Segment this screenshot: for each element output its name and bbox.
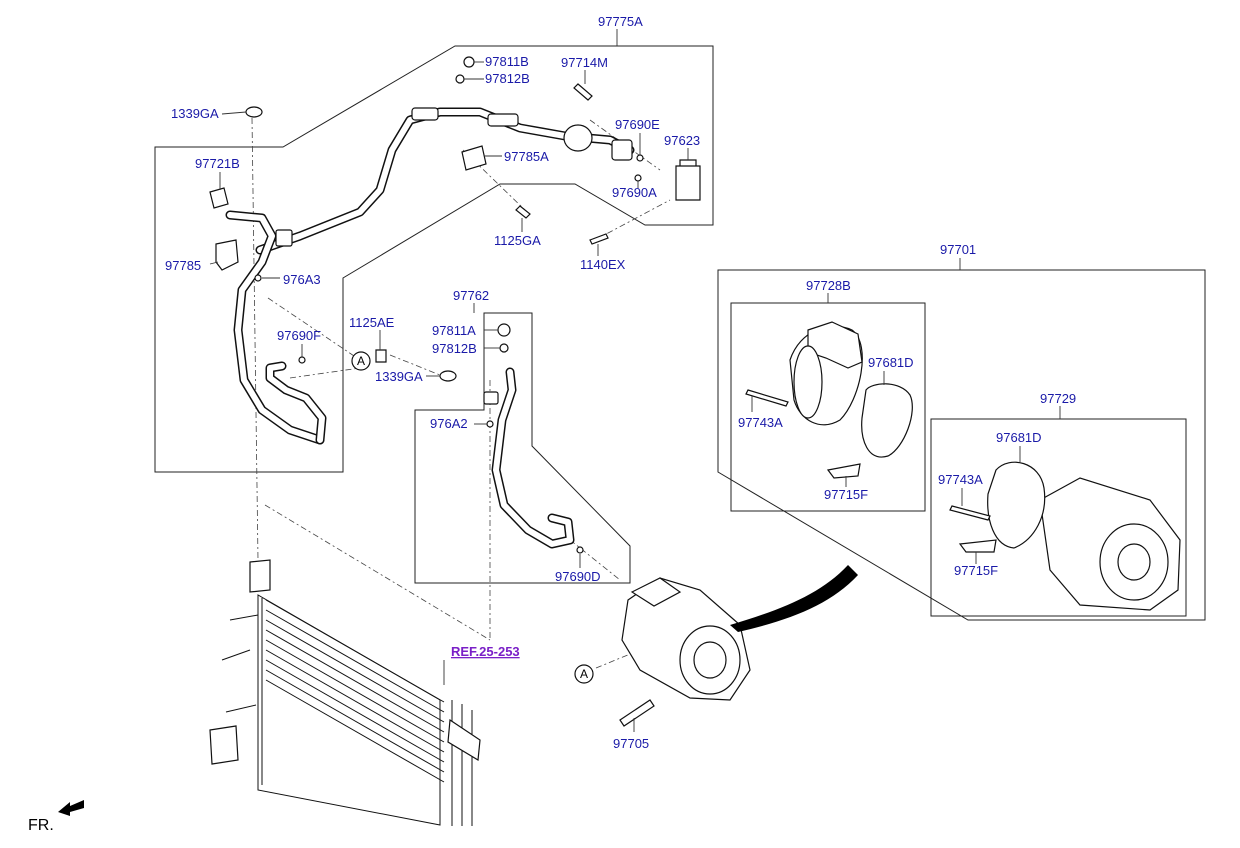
ref-link-25-253[interactable]: REF.25-253 [451,644,520,659]
cap-97811A-icon[interactable] [497,323,511,337]
label-97721B[interactable]: 97721B [195,156,240,171]
label-97690F[interactable]: 97690F [277,328,321,343]
label-97701[interactable]: 97701 [940,242,976,257]
label-97690E[interactable]: 97690E [615,117,660,132]
condenser [209,559,481,826]
label-97775A[interactable]: 97775A [598,14,643,29]
group-box-97775A [154,45,714,473]
label-97812B[interactable]: 97812B [485,71,530,86]
gasket-97681D-b-icon[interactable] [987,461,1046,549]
label-97705[interactable]: 97705 [613,736,649,751]
label-97715F-a[interactable]: 97715F [824,487,868,502]
label-1125AE[interactable]: 1125AE [349,315,395,330]
callout-a-bottom-icon [574,664,594,684]
suction-hose-97762[interactable] [439,323,584,554]
leader-lines [209,29,1061,732]
clutch-97728B[interactable] [745,321,913,479]
label-97743A-a[interactable]: 97743A [738,415,783,430]
bolt-97714M-icon[interactable] [573,83,593,101]
label-97728B[interactable]: 97728B [806,278,851,293]
oring-97690E-icon[interactable] [636,154,644,162]
nut-1339GA-mid-icon[interactable] [439,370,457,382]
oring-97690A-icon[interactable] [634,174,642,182]
zoom-arrow-icon [730,565,858,632]
label-97690A[interactable]: 97690A [612,185,657,200]
gasket-97681D-a-icon[interactable] [861,383,913,458]
label-976A2[interactable]: 976A2 [430,416,468,431]
small-parts-top [209,56,701,364]
label-97812B-mid[interactable]: 97812B [432,341,477,356]
bolt-1125AE-icon[interactable] [375,349,387,363]
bolt-1125GA-icon[interactable] [515,205,531,219]
nut-1339GA-icon[interactable] [245,106,263,118]
label-97714M[interactable]: 97714M [561,55,608,70]
discharge-hose-97775A[interactable] [225,107,635,445]
label-97743A-b[interactable]: 97743A [938,472,983,487]
label-97715F-b[interactable]: 97715F [954,563,998,578]
label-97785[interactable]: 97785 [165,258,201,273]
label-97681D-a[interactable]: 97681D [868,355,914,370]
label-97811A[interactable]: 97811A [432,323,476,338]
oring-97690D-icon[interactable] [576,546,584,554]
callout-a-bottom: A [580,667,588,681]
shim-97715F-b-icon[interactable] [958,539,997,553]
label-97785A[interactable]: 97785A [504,149,549,164]
front-orientation: FR. [28,800,84,834]
pressure-sensor-97623-icon[interactable] [675,159,701,201]
label-1339GA-top[interactable]: 1339GA [171,106,219,121]
label-97681D-b[interactable]: 97681D [996,430,1042,445]
label-97729[interactable]: 97729 [1040,391,1076,406]
label-1140EX[interactable]: 1140EX [580,257,626,272]
label-97811B[interactable]: 97811B [485,54,529,69]
cap-97811B-icon[interactable] [463,56,475,68]
oring-97690F-icon[interactable] [298,356,306,364]
label-1125GA[interactable]: 1125GA [494,233,541,248]
bolt-1140EX-icon[interactable] [589,233,609,245]
label-1339GA-mid[interactable]: 1339GA [375,369,423,384]
front-arrow-icon [58,800,84,816]
group-box-97762 [414,312,631,584]
callout-a-top: A [357,354,365,368]
clip-97721B-icon[interactable] [209,187,229,209]
clip-97785A-icon[interactable] [461,145,487,171]
shim-97715F-a-icon[interactable] [826,463,861,479]
label-976A3[interactable]: 976A3 [283,272,321,287]
label-97623[interactable]: 97623 [664,133,700,148]
bracket-97785-icon[interactable] [215,239,239,271]
bolt-97743A-b-icon[interactable] [949,505,991,521]
compressor-97729[interactable] [949,461,1181,611]
label-97762[interactable]: 97762 [453,288,489,303]
oring-976A2-icon[interactable] [486,420,494,428]
bolt-97705-icon[interactable] [619,699,655,727]
valve-97812B-mid-icon[interactable] [499,343,509,353]
valve-97812B-icon[interactable] [455,74,465,84]
bolt-97743A-a-icon[interactable] [745,389,789,407]
part-labels: 97775A 97811B 97812B 97714M 1339GA 97721… [165,14,1076,751]
label-97690D[interactable]: 97690D [555,569,601,584]
assembly-lines [251,117,671,669]
callout-a-top-icon [351,351,371,371]
front-label: FR. [28,817,54,834]
oring-976A3-icon[interactable] [254,274,262,282]
compressor-main[interactable] [619,577,751,727]
